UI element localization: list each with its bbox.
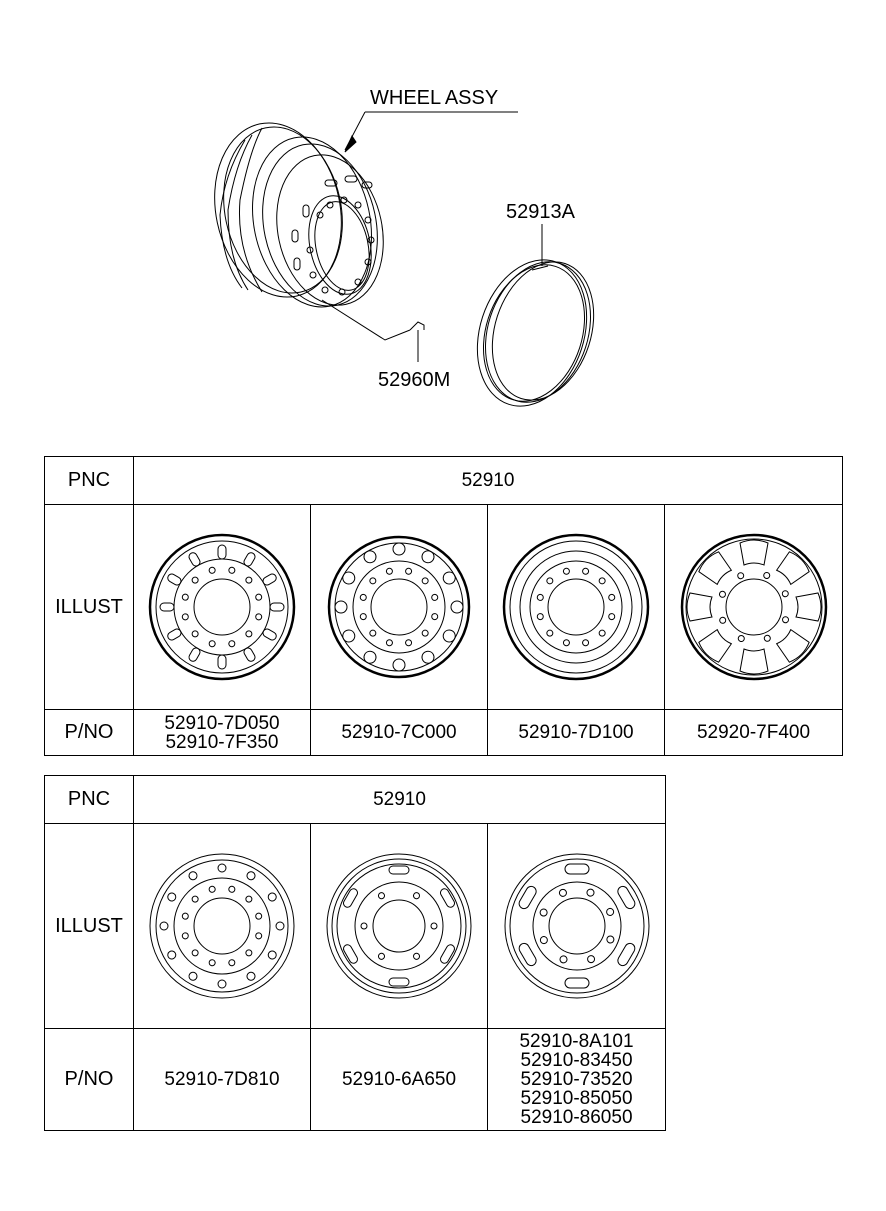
illust-cell (487, 504, 665, 710)
part-number: 52910-7F350 (165, 731, 279, 753)
part-number: 52910-7D810 (164, 1069, 280, 1090)
wheel-assy-label: WHEEL ASSY (370, 87, 499, 109)
wheel-8-stud-slots-icon (504, 853, 650, 999)
wheel-assembly-diagram (214, 111, 595, 407)
part-number: 52910-7D050 (164, 712, 280, 734)
ring-label: 52913A (506, 201, 575, 223)
illust-cell (663, 504, 844, 710)
pno-header: P/NO (44, 709, 134, 756)
part-number: 52910-83450 (520, 1050, 633, 1071)
wheel-6-stud-slots-icon (326, 853, 472, 999)
pno-cell: 52910-7D100 (487, 709, 665, 756)
pno-header: P/NO (44, 1028, 134, 1131)
wheel-assy-drawing (214, 111, 518, 308)
pno-cell: 52910-7D050 52910-7F350 (133, 709, 311, 756)
pnc-header: PNC (44, 456, 134, 505)
wheel-small-holes-icon (149, 853, 295, 999)
pno-cell: 52910-7D810 (133, 1028, 311, 1131)
part-number: 52910-8A101 (519, 1031, 634, 1052)
part-number: 52910-85050 (520, 1088, 633, 1109)
valve-drawing (321, 299, 425, 362)
illust-cell (133, 823, 311, 1029)
pnc-value: 52910 (132, 456, 844, 505)
illust-cell (310, 504, 488, 710)
valve-label: 52960M (378, 369, 451, 391)
part-number: 52910-7D100 (518, 722, 634, 743)
illust-cell (486, 823, 667, 1029)
wheel-round-holes-icon (327, 535, 471, 679)
pnc-header: PNC (44, 775, 134, 824)
parts-table-2: PNC 52910 ILLUST (44, 775, 667, 1131)
pno-cell: 52910-8A101 52910-83450 52910-73520 5291… (486, 1028, 667, 1131)
parts-table-1: PNC 52910 ILLUST (44, 456, 844, 756)
illust-header: ILLUST (44, 823, 134, 1029)
wheel-slots-icon (148, 533, 296, 681)
illust-cell (133, 504, 311, 710)
part-number: 52910-73520 (520, 1069, 633, 1090)
wheel-large-cutouts-icon (680, 533, 827, 681)
pno-cell: 52910-6A650 (310, 1028, 488, 1131)
pnc-value: 52910 (132, 775, 667, 824)
part-number: 52910-86050 (520, 1107, 633, 1128)
illust-cell (310, 823, 488, 1029)
illust-header: ILLUST (44, 504, 134, 710)
ring-drawing (476, 224, 595, 407)
wheel-arc-slots-icon (502, 533, 650, 681)
part-number: 52910-6A650 (341, 1069, 457, 1090)
pno-cell: 52910-7C000 (310, 709, 488, 756)
part-number: 52910-7C000 (341, 722, 457, 743)
pno-cell: 52920-7F400 (663, 709, 844, 756)
part-number: 52920-7F400 (696, 722, 811, 743)
